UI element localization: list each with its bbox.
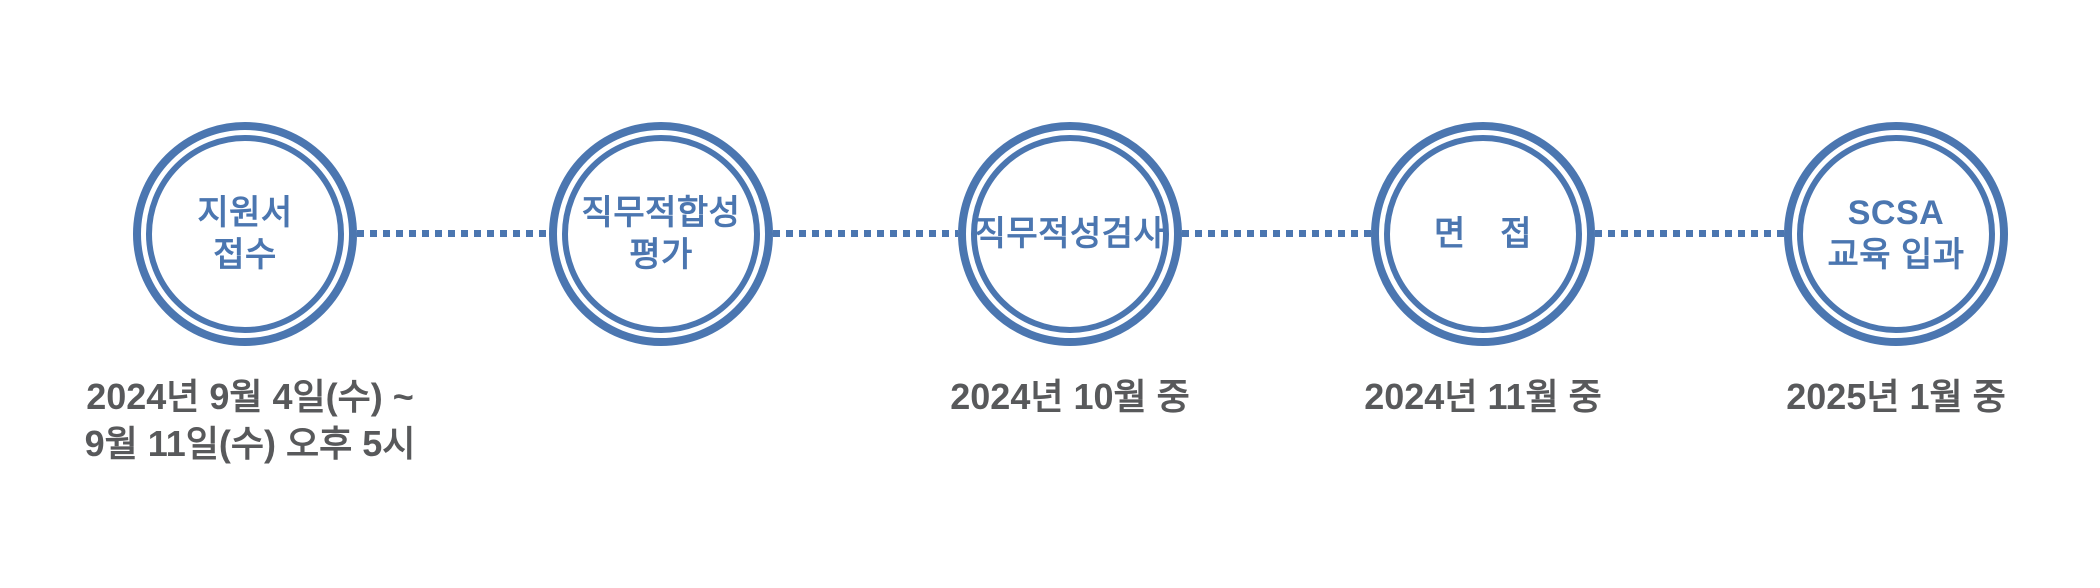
process-step-4-inner-ring: 면 접	[1384, 135, 1582, 333]
process-step-5-label: SCSA 교육 입과	[1827, 193, 1965, 274]
dotted-connector-2	[773, 230, 958, 237]
process-step-4-date: 2024년 11월 중	[1364, 376, 1602, 417]
process-step-2-circle: 직무적합성 평가	[549, 122, 773, 346]
dotted-connector-1	[357, 230, 549, 237]
process-step-1-label: 지원서 접수	[197, 193, 293, 274]
process-step-4-label: 면 접	[1433, 214, 1533, 253]
process-step-3-label: 직무적성검사	[974, 214, 1166, 253]
process-step-5-date: 2025년 1월 중	[1786, 376, 2006, 417]
process-step-5-inner-ring: SCSA 교육 입과	[1797, 135, 1995, 333]
process-step-3-date: 2024년 10월 중	[950, 376, 1190, 417]
process-step-1-inner-ring: 지원서 접수	[146, 135, 344, 333]
process-step-1-circle: 지원서 접수	[133, 122, 357, 346]
process-step-5-circle: SCSA 교육 입과	[1784, 122, 2008, 346]
dotted-connector-4	[1595, 230, 1784, 237]
process-step-3-circle: 직무적성검사	[958, 122, 1182, 346]
process-step-3-inner-ring: 직무적성검사	[971, 135, 1169, 333]
process-step-2-inner-ring: 직무적합성 평가	[562, 135, 760, 333]
process-step-2-label: 직무적합성 평가	[581, 193, 741, 274]
process-step-4-circle: 면 접	[1371, 122, 1595, 346]
process-step-1-date: 2024년 9월 4일(수) ~ 9월 11일(수) 오후 5시	[84, 376, 416, 464]
dotted-connector-3	[1182, 230, 1371, 237]
